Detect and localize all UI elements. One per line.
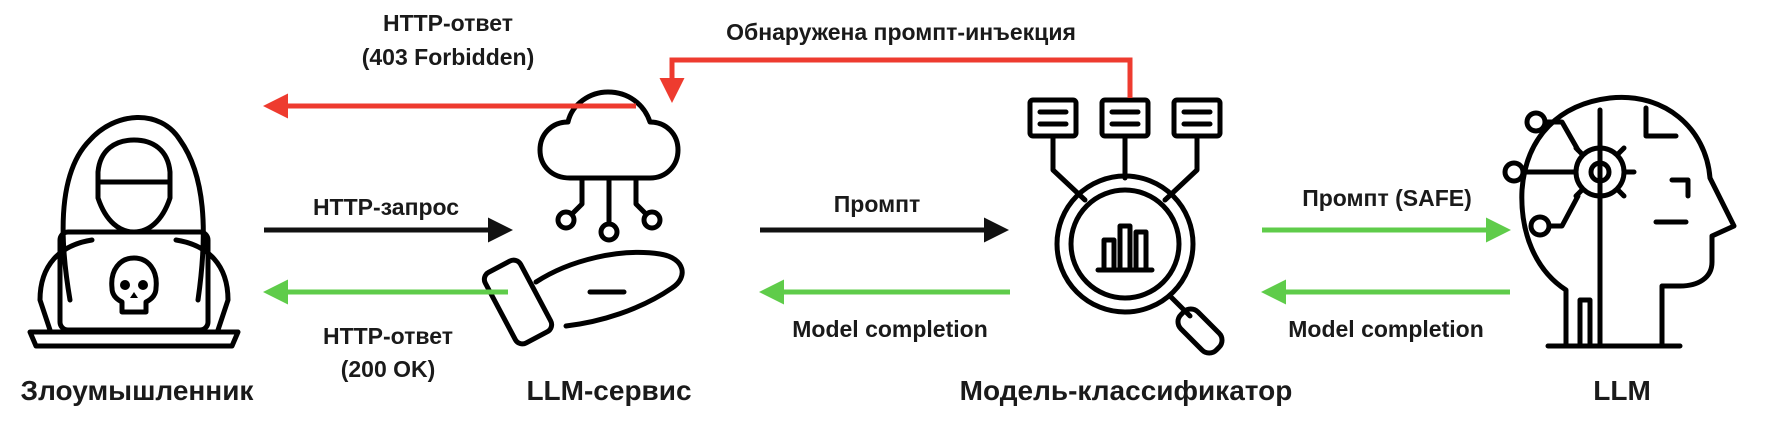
skull-icon: [109, 255, 159, 315]
label-injection-detected: Обнаружена промпт-инъекция: [726, 19, 1076, 45]
label-200-line1: HTTP-ответ: [323, 323, 453, 349]
arrow-injection-detected: [659, 57, 1133, 103]
label-403-line1: HTTP-ответ: [383, 10, 513, 36]
label-403-line2: (403 Forbidden): [362, 44, 535, 70]
node-label-service: LLM-сервис: [526, 375, 691, 406]
hooded-hacker-icon: [27, 115, 241, 349]
robot-head-gear-icon: [1502, 94, 1737, 349]
label-http-request: HTTP-запрос: [313, 194, 459, 220]
node-label-attacker: Злоумышленник: [21, 375, 255, 406]
hand-icon: [481, 249, 685, 347]
magnifier-chart-icon: [1027, 97, 1225, 356]
label-completion-service: Model completion: [792, 316, 988, 342]
label-prompt-safe: Промпт (SAFE): [1302, 185, 1472, 211]
cloud-network-hand-icon: [481, 89, 685, 347]
label-prompt: Промпт: [834, 191, 921, 217]
node-label-classifier: Модель-классификатор: [960, 375, 1293, 406]
label-200-line2: (200 OK): [341, 356, 436, 382]
cloud-icon: [537, 89, 681, 181]
label-completion-classifier: Model completion: [1288, 316, 1484, 342]
node-label-llm: LLM: [1593, 375, 1651, 406]
